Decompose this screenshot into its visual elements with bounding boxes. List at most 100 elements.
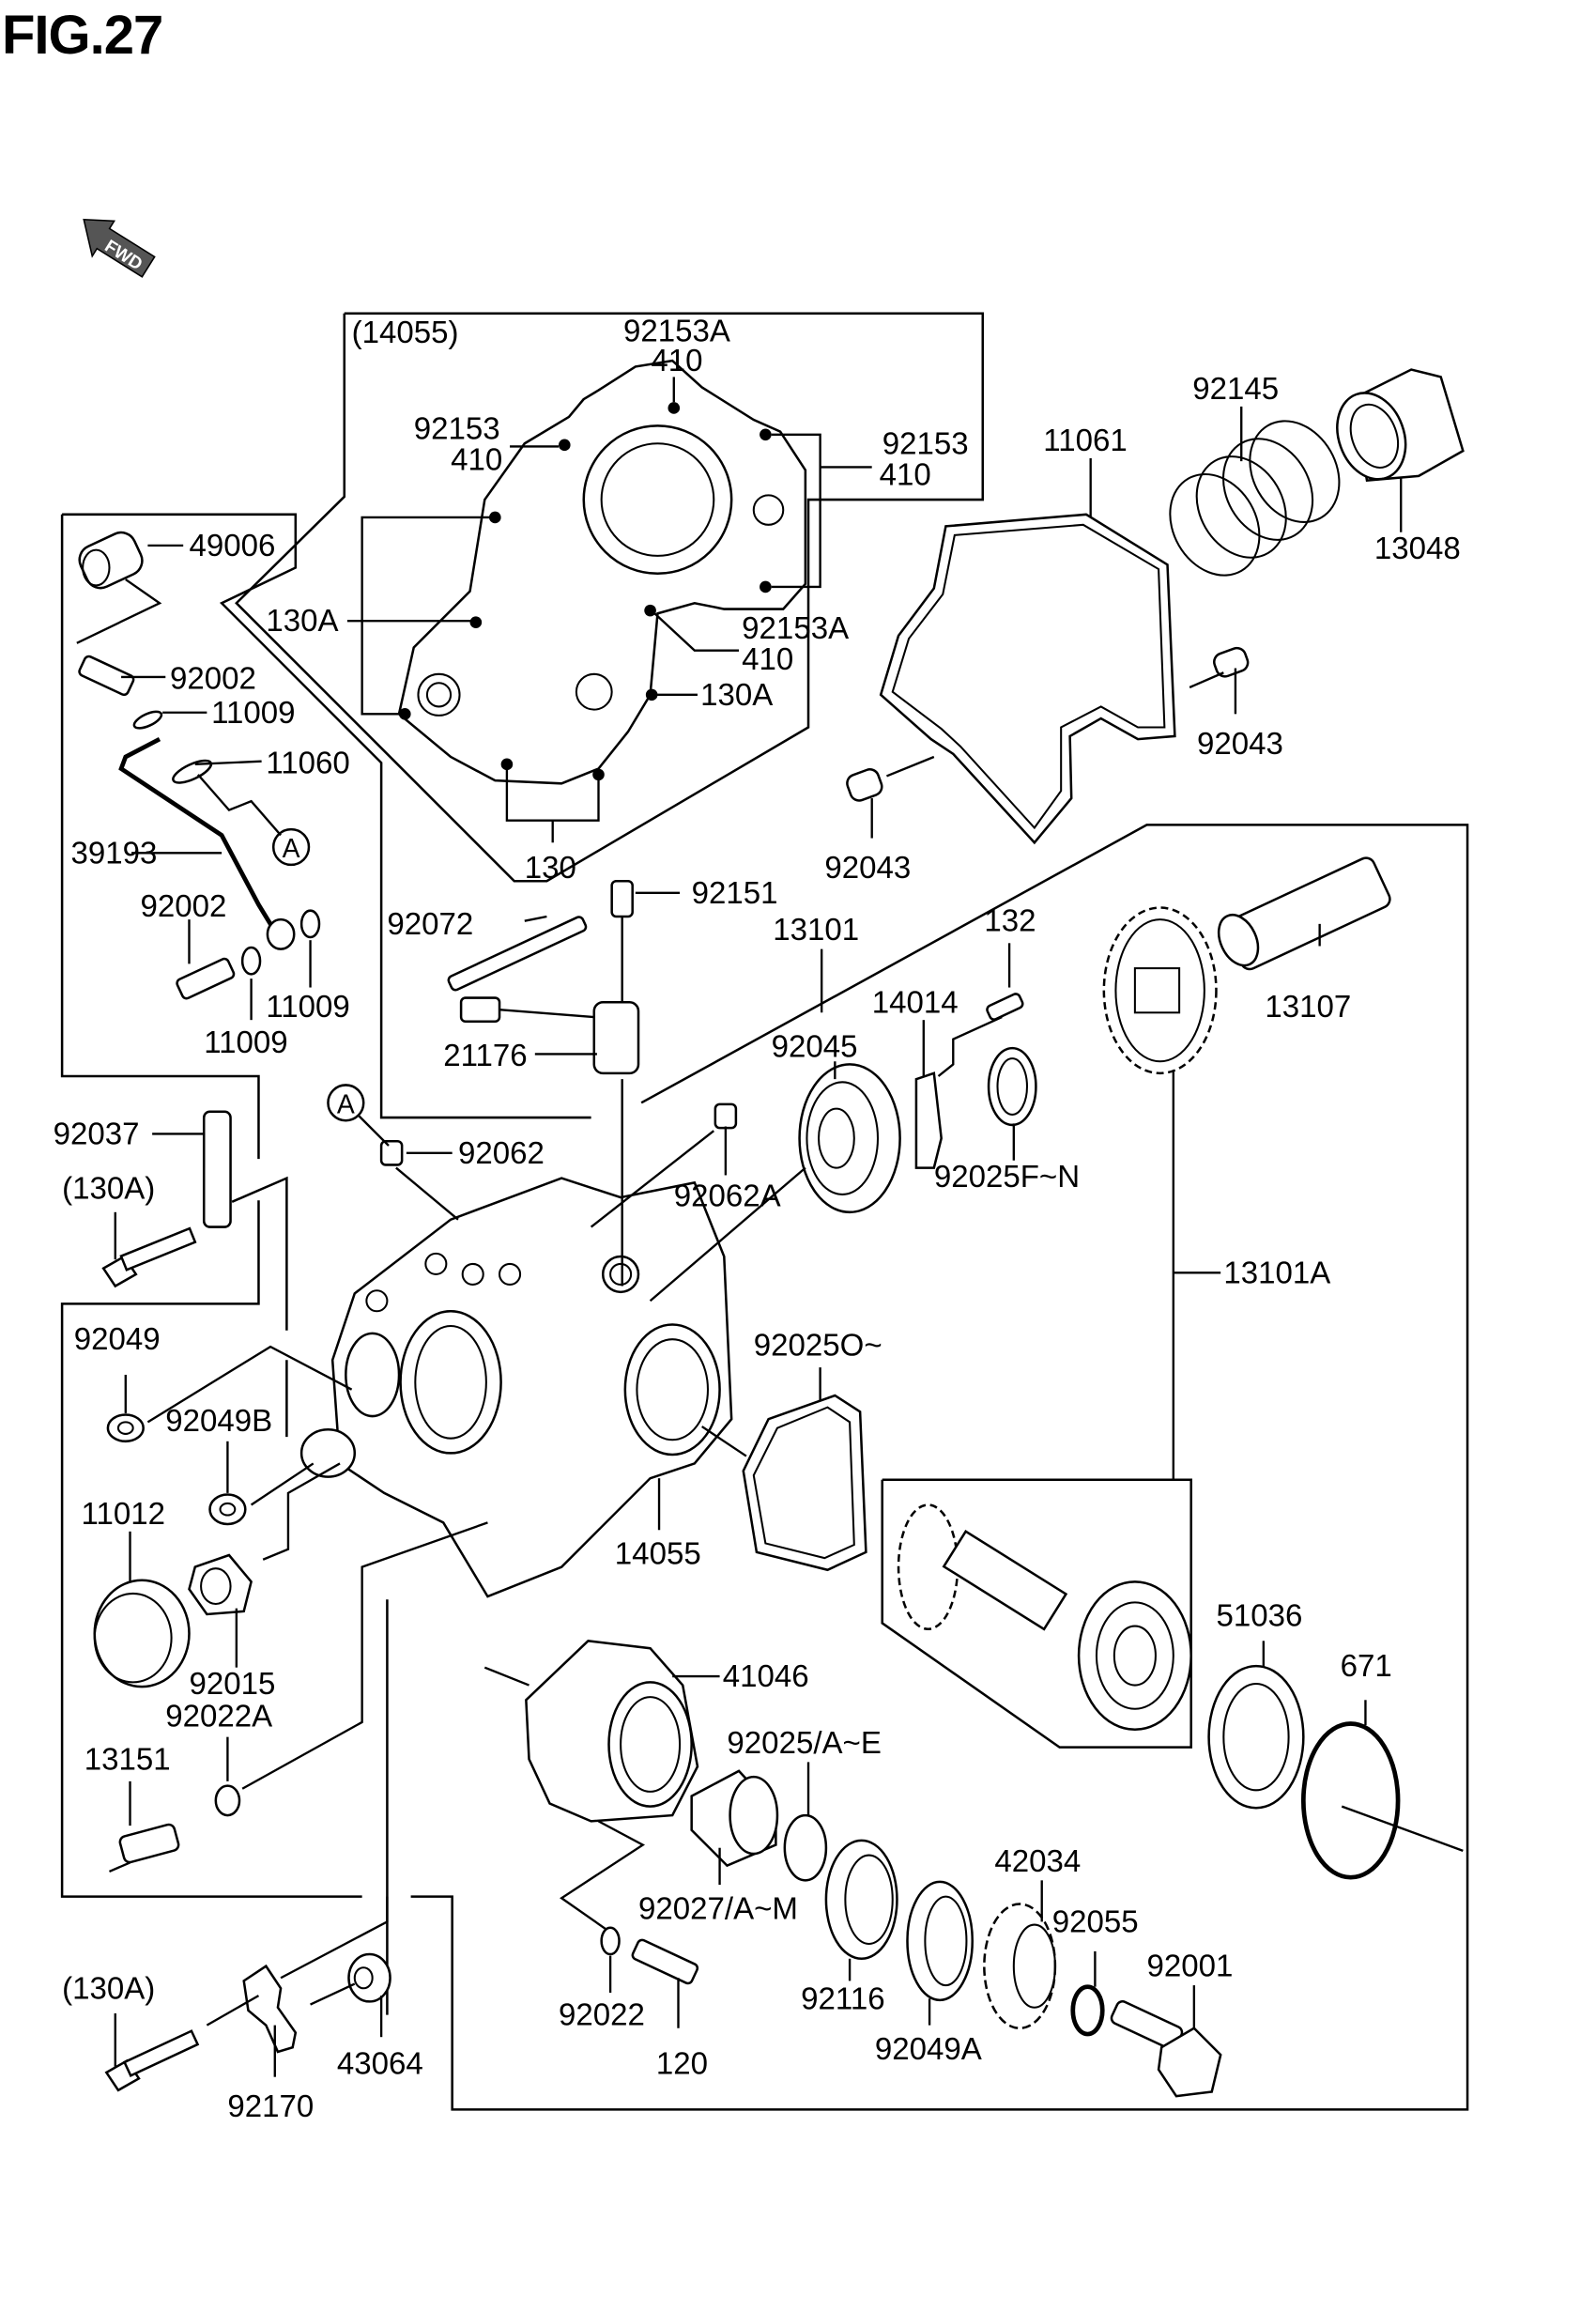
bolt-92151 bbox=[610, 879, 634, 918]
label-13101: 13101 bbox=[773, 913, 859, 948]
speed-sensor-21176 bbox=[459, 996, 640, 1075]
label-42034: 42034 bbox=[994, 1844, 1081, 1879]
label-92025FN: 92025F~N bbox=[934, 1160, 1080, 1195]
label-92049B: 92049B bbox=[165, 1404, 272, 1439]
label-92001: 92001 bbox=[1146, 1950, 1233, 1984]
label-92049: 92049 bbox=[74, 1322, 161, 1357]
bolt-120 bbox=[631, 1938, 699, 1985]
oil-seal-92049B bbox=[208, 1493, 247, 1526]
label-92037: 92037 bbox=[54, 1117, 140, 1151]
washer-11009-bottom bbox=[240, 946, 262, 976]
oil-seal-collar bbox=[299, 1427, 357, 1478]
o-ring-671 bbox=[1300, 1721, 1401, 1880]
label-92153-right-2: 410 bbox=[880, 457, 931, 492]
label-130A-paren-1: (130A) bbox=[62, 1172, 155, 1207]
reference-marker-a-2: A bbox=[327, 1084, 365, 1122]
label-92145: 92145 bbox=[1192, 372, 1279, 407]
label-13101A: 13101A bbox=[1223, 1256, 1330, 1290]
group-frames bbox=[60, 312, 1469, 2111]
label-92062: 92062 bbox=[458, 1136, 545, 1171]
label-92170: 92170 bbox=[227, 2089, 314, 2124]
fwd-arrow-icon: FWD bbox=[83, 218, 156, 278]
label-92015: 92015 bbox=[189, 1667, 275, 1702]
plate-14014 bbox=[914, 1071, 943, 1169]
label-51036: 51036 bbox=[1216, 1599, 1302, 1634]
label-92062A: 92062A bbox=[674, 1179, 781, 1214]
label-92043-right: 92043 bbox=[1197, 727, 1283, 762]
marker-a-label-2: A bbox=[337, 1089, 355, 1119]
label-11012: 11012 bbox=[82, 1497, 165, 1532]
label-14055: 14055 bbox=[615, 1536, 701, 1571]
grommet-43064 bbox=[347, 1952, 391, 2003]
label-13151: 13151 bbox=[84, 1742, 171, 1777]
case-cover bbox=[397, 359, 807, 785]
label-130A-right: 130A bbox=[700, 678, 773, 713]
flange-bolt-130A-1 bbox=[101, 1226, 197, 1288]
seal-92049A bbox=[906, 1880, 974, 2002]
label-92027AM: 92027/A~M bbox=[638, 1891, 798, 1926]
marker-a-label-1: A bbox=[283, 834, 300, 864]
label-43064: 43064 bbox=[337, 2047, 423, 2082]
bearing-92045 bbox=[798, 1063, 901, 1214]
lock-plate-92037 bbox=[202, 1110, 232, 1228]
bevel-gear-13101 bbox=[1102, 906, 1218, 1075]
label-92002-bottom: 92002 bbox=[141, 889, 227, 924]
label-13048: 13048 bbox=[1374, 532, 1461, 566]
label-92049A: 92049A bbox=[875, 2032, 982, 2067]
pipe-eye-fitting bbox=[266, 917, 296, 950]
label-130A-paren-2: (130A) bbox=[62, 1971, 155, 2006]
label-92055: 92055 bbox=[1052, 1904, 1139, 1939]
cap-11012 bbox=[93, 1579, 191, 1688]
washer-11009-top bbox=[132, 710, 163, 730]
label-92025AE: 92025/A~E bbox=[727, 1726, 881, 1761]
washer-11009-right bbox=[299, 909, 321, 939]
dowel-pin-92043-left bbox=[846, 768, 883, 802]
label-11060: 11060 bbox=[266, 746, 349, 780]
shim-92025AE bbox=[783, 1813, 828, 1882]
label-11061: 11061 bbox=[1043, 424, 1127, 458]
dowel-92062 bbox=[379, 1139, 404, 1166]
oil-seal-92049 bbox=[106, 1413, 145, 1443]
bolt-132 bbox=[986, 993, 1024, 1021]
oil-pipe-39193 bbox=[118, 736, 277, 933]
shaft-13107 bbox=[1217, 856, 1391, 971]
label-92022A: 92022A bbox=[165, 1700, 272, 1734]
shim-92025FN bbox=[987, 1046, 1037, 1127]
gasket-11061 bbox=[879, 513, 1176, 845]
fitting-49006 bbox=[78, 531, 144, 590]
o-ring-92055 bbox=[1070, 1984, 1105, 2037]
label-130: 130 bbox=[525, 851, 576, 886]
dowel-pin-92043-right bbox=[1213, 646, 1250, 678]
banjo-bolt-92002-top bbox=[78, 655, 135, 697]
gear-42034 bbox=[983, 1903, 1057, 2030]
label-11009-right: 11009 bbox=[266, 990, 349, 1025]
label-92116: 92116 bbox=[801, 1981, 884, 2016]
part-labels: (14055) 92153A 410 92153 410 92153 410 1… bbox=[54, 315, 1461, 2125]
label-11009-bottom: 11009 bbox=[204, 1025, 287, 1060]
cable-clamp-92072 bbox=[447, 916, 588, 992]
leader-lines bbox=[76, 377, 1403, 2077]
frame-oil-pipe-left bbox=[60, 514, 260, 1160]
bearing-92116 bbox=[824, 1839, 898, 1961]
label-92153A-bottom-1: 92153A bbox=[742, 611, 849, 646]
differential-case-14055 bbox=[330, 1177, 733, 1598]
gasket-11060 bbox=[172, 759, 213, 784]
label-132: 132 bbox=[984, 904, 1036, 939]
label-671: 671 bbox=[1341, 1649, 1392, 1684]
label-39193: 39193 bbox=[71, 836, 158, 871]
washer-92022 bbox=[600, 1926, 621, 1956]
frame-14055-cover bbox=[235, 312, 985, 883]
pinion-gear-13101A bbox=[897, 1503, 1192, 1732]
oil-seal-51036 bbox=[1207, 1664, 1305, 1810]
label-92151: 92151 bbox=[692, 876, 778, 911]
frame-92037-connector bbox=[231, 1176, 288, 1331]
label-92153-left-1: 92153 bbox=[414, 412, 500, 447]
group-ref-14055: (14055) bbox=[352, 316, 459, 350]
frame-bolt-92037 bbox=[60, 1200, 362, 1898]
label-92022: 92022 bbox=[559, 1998, 645, 2033]
frame-lower-assembly bbox=[410, 824, 1469, 2111]
label-92002-top: 92002 bbox=[170, 662, 256, 697]
label-92153A-bottom-2: 410 bbox=[742, 642, 793, 677]
frame-13101A-gear bbox=[881, 1478, 1192, 1749]
